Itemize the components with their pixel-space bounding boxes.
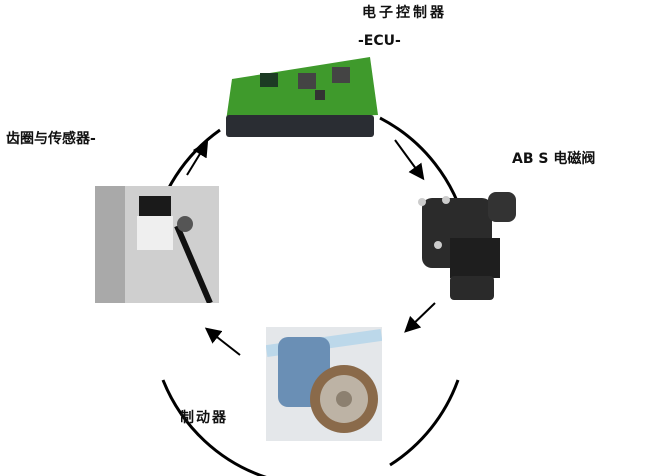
valve-label: AB S 电磁阀 [512, 151, 596, 167]
arc-bottom-right [389, 379, 460, 467]
valve-image [410, 190, 522, 302]
ecu-sublabel: -ECU- [358, 33, 401, 49]
brake-label: 制动器 [180, 410, 228, 426]
arc-bottom-left [161, 379, 267, 476]
arrow-sensor-to-ecu [186, 140, 209, 176]
sensor-label: 齿圈与传感器- [6, 131, 96, 147]
sensor-image [95, 186, 219, 303]
arrow-brake-to-sensor [204, 327, 241, 356]
arrow-valve-to-brake [404, 302, 436, 333]
ecu-image [220, 55, 382, 139]
arrow-ecu-to-valve [394, 139, 425, 181]
brake-image [266, 327, 382, 441]
ecu-label: 电子控制器 [362, 5, 447, 21]
